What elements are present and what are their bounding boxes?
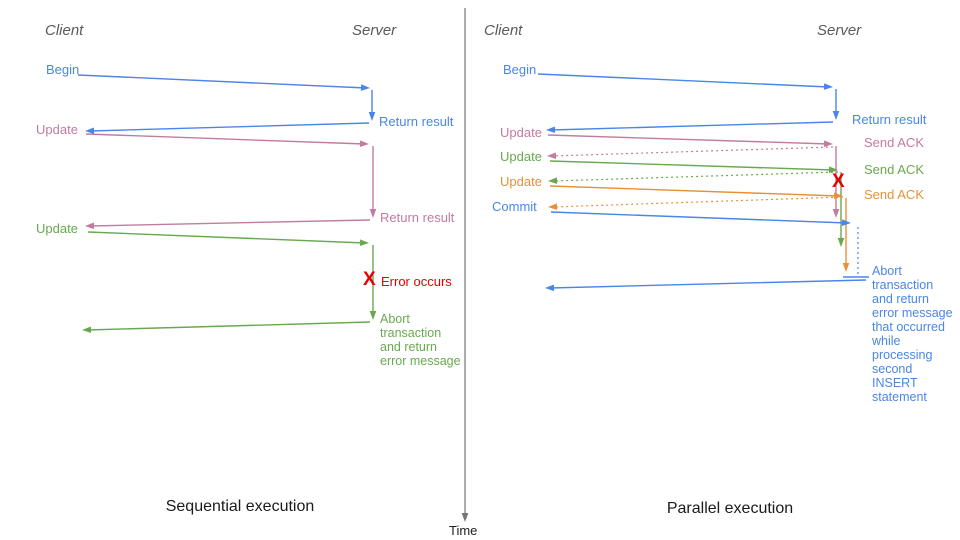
right-begin-request-arrow <box>537 73 833 90</box>
right-update3-processing-arrow <box>842 198 850 272</box>
left-update2-processing-arrow <box>369 245 377 320</box>
left-begin-request-arrow <box>77 74 370 91</box>
left-begin-processing-arrow <box>368 90 376 121</box>
left-begin-return-arrow <box>85 122 370 135</box>
right-update2-request-arrow <box>549 160 838 174</box>
left-begin-label: Begin <box>46 62 80 77</box>
right-update-1-label: Update <box>500 125 542 140</box>
right-server-header: Server <box>817 22 862 39</box>
right-update-3-label: Update <box>500 174 542 189</box>
right-update2-processing-arrow <box>837 172 845 247</box>
left-return-result-1-label: Return result <box>379 114 454 129</box>
right-update1-processing-arrow <box>832 146 840 218</box>
right-ack1-dashed-arrow <box>547 146 834 160</box>
right-abort-return-arrow <box>545 279 867 292</box>
time-axis-label: Time <box>449 523 478 538</box>
right-begin-return-arrow <box>546 121 834 134</box>
left-error-occurs-label: Error occurs <box>381 274 452 289</box>
left-update-2-label: Update <box>36 221 78 236</box>
right-update3-request-arrow <box>549 185 843 199</box>
left-update1-request-arrow <box>85 133 369 147</box>
right-return-result-label: Return result <box>852 112 927 127</box>
right-send-ack-2-label: Send ACK <box>864 162 924 177</box>
right-update-2-label: Update <box>500 149 542 164</box>
left-return-result-2-label: Return result <box>380 210 455 225</box>
right-abort-message: Abort transaction and return error messa… <box>872 264 953 404</box>
right-send-ack-1-label: Send ACK <box>864 135 924 150</box>
right-ack2-dashed-arrow <box>548 171 839 185</box>
right-client-header: Client <box>484 22 523 39</box>
left-abort-return-arrow <box>82 321 371 334</box>
left-client-header: Client <box>45 22 84 39</box>
right-caption: Parallel execution <box>666 500 794 517</box>
right-update1-request-arrow <box>547 134 833 148</box>
left-update1-processing-arrow <box>369 146 377 218</box>
left-update2-request-arrow <box>87 231 369 246</box>
left-update-1-label: Update <box>36 122 78 137</box>
right-begin-processing-arrow <box>832 89 840 120</box>
right-ack3-dashed-arrow <box>548 196 844 210</box>
left-server-header: Server <box>352 22 397 39</box>
right-error-x-mark: X <box>832 171 845 192</box>
left-abort-message: Abort transaction and return error messa… <box>380 312 461 368</box>
time-axis <box>461 8 469 522</box>
right-commit-label: Commit <box>492 199 537 214</box>
right-commit-request-arrow <box>550 211 851 226</box>
left-update1-return-arrow <box>85 219 371 230</box>
right-send-ack-3-label: Send ACK <box>864 187 924 202</box>
left-error-x-mark: X <box>363 269 376 290</box>
right-begin-label: Begin <box>503 62 537 77</box>
left-caption: Sequential execution <box>165 498 315 515</box>
